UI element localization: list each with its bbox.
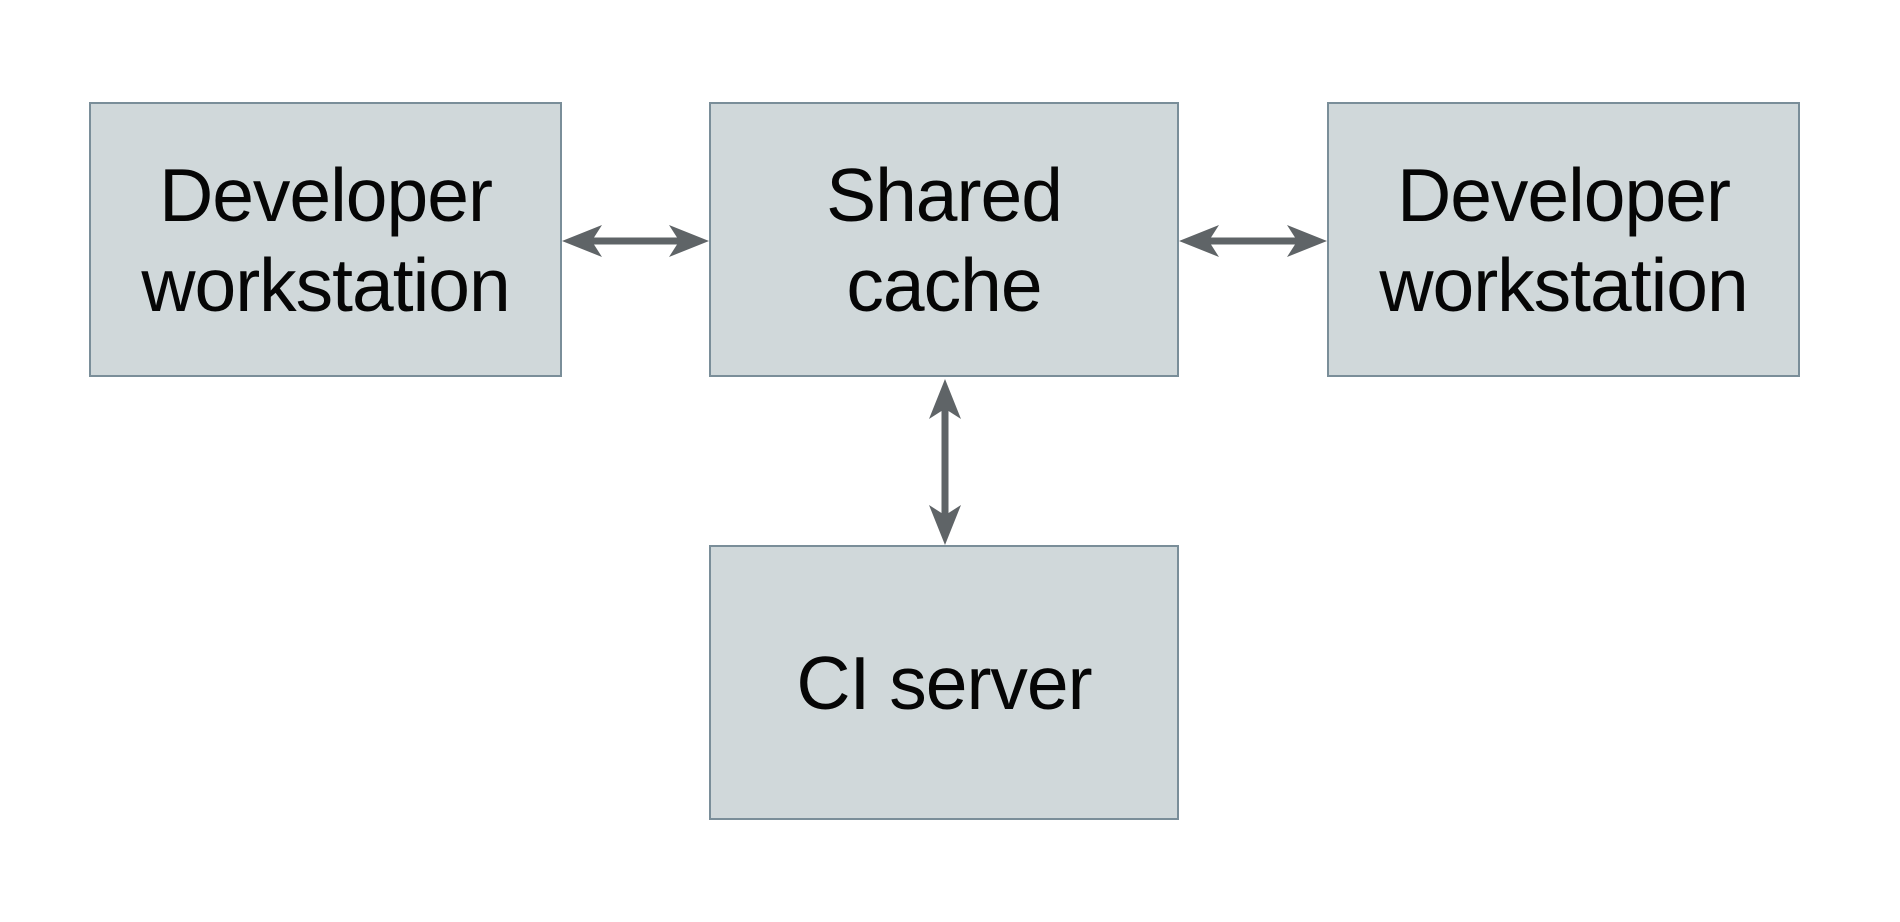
bidirectional-arrow-icon-vertical <box>929 379 961 545</box>
node-developer-workstation-right: Developer workstation <box>1327 102 1800 377</box>
node-label-developer-workstation-left: Developer workstation <box>141 152 510 327</box>
node-label-shared-cache: Shared cache <box>826 152 1063 327</box>
bidirectional-arrow-icon-right <box>1179 225 1327 257</box>
node-developer-workstation-left: Developer workstation <box>89 102 562 377</box>
node-label-developer-workstation-right: Developer workstation <box>1379 152 1748 327</box>
node-shared-cache: Shared cache <box>709 102 1179 377</box>
bidirectional-arrow-icon-left <box>562 225 709 257</box>
node-ci-server: CI server <box>709 545 1179 820</box>
node-label-ci-server: CI server <box>796 640 1092 725</box>
